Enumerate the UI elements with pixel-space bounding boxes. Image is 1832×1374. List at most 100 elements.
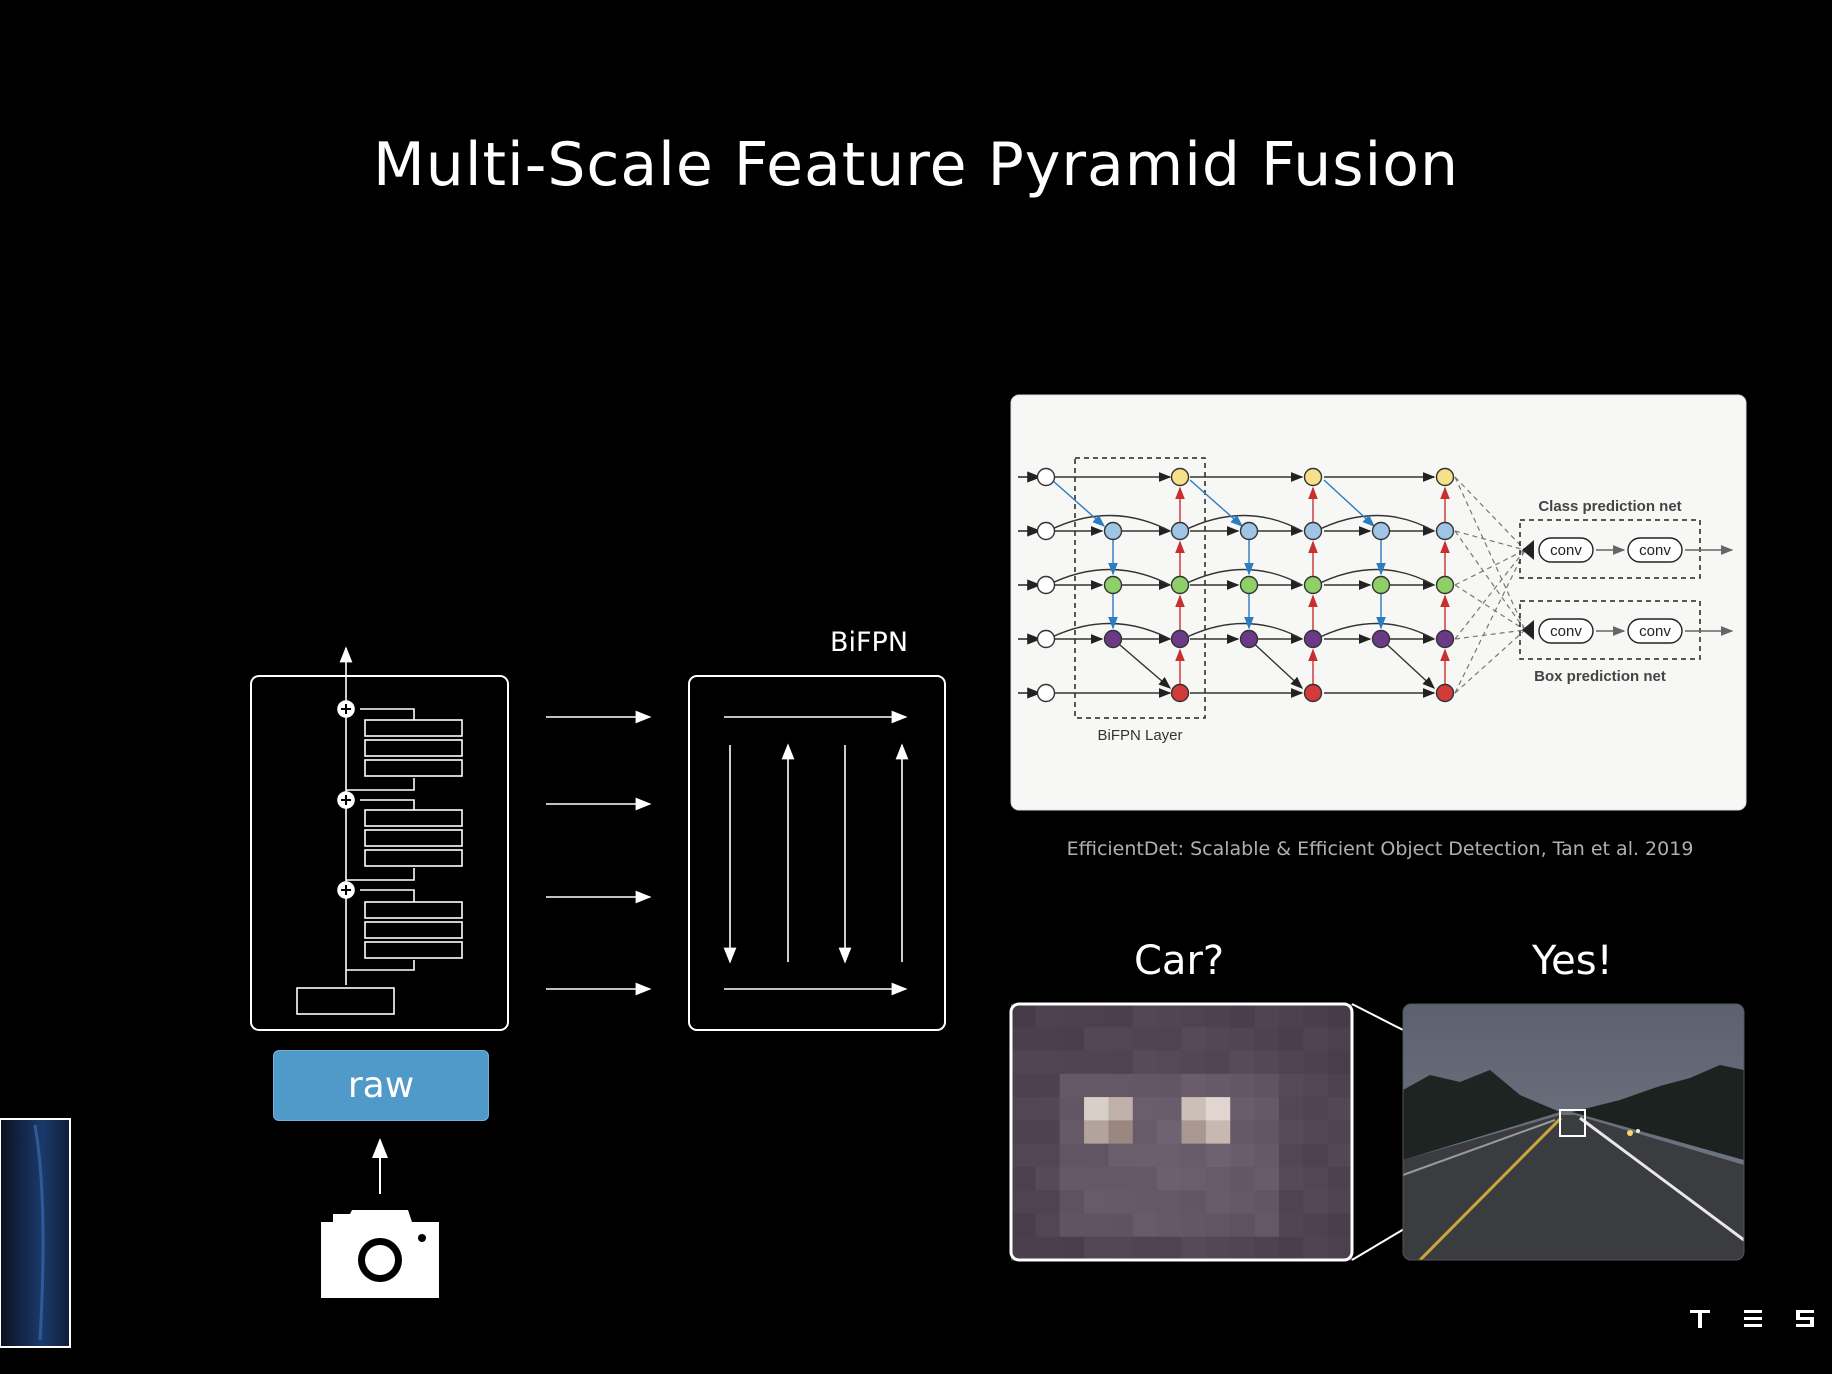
pixel-block (1035, 1190, 1061, 1214)
pixel-block (1254, 1004, 1280, 1028)
pixel-block (1084, 1236, 1109, 1261)
pixel-block (1278, 1004, 1304, 1028)
feature-arrows (546, 710, 652, 996)
pixel-block (1278, 1050, 1304, 1075)
pixel-block (1254, 1166, 1280, 1191)
pixel-block (1059, 1050, 1085, 1075)
pixel-block (1205, 1166, 1231, 1191)
pixel-block (1327, 1073, 1353, 1098)
pixel-block (1084, 1027, 1109, 1052)
efficientdet-figure: BiFPN Layer (1010, 394, 1747, 811)
pixel-block (1327, 1190, 1353, 1214)
pixel-block (1254, 1027, 1280, 1052)
pixel-block (1230, 1143, 1256, 1168)
pixel-block (1303, 1097, 1329, 1121)
pixel-block (1132, 1073, 1158, 1098)
pixel-block (1084, 1143, 1109, 1168)
pixel-block (1084, 1166, 1109, 1191)
pixel-block (1132, 1027, 1158, 1052)
pixel-block (1303, 1050, 1329, 1075)
pixel-block (1011, 1073, 1036, 1098)
pixel-block (1327, 1166, 1353, 1191)
pixel-block (1035, 1050, 1061, 1075)
pixel-block (1254, 1213, 1280, 1238)
pixel-block (1254, 1143, 1280, 1168)
pixel-block (1108, 1073, 1134, 1098)
pixel-block (1303, 1190, 1329, 1214)
pixel-block (1059, 1143, 1085, 1168)
pixel-block (1108, 1213, 1134, 1238)
pixel-block (1230, 1050, 1256, 1075)
pixel-block (1035, 1004, 1061, 1028)
pixel-block (1327, 1236, 1353, 1261)
pixel-block (1059, 1097, 1085, 1121)
class-conv-2: conv (1639, 542, 1671, 559)
pixel-block (1205, 1004, 1231, 1028)
pixel-block (1230, 1097, 1256, 1121)
pixel-block (1230, 1190, 1256, 1214)
pixel-block (1035, 1166, 1061, 1191)
pixel-block (1205, 1050, 1231, 1075)
pixel-block (1181, 1027, 1207, 1052)
pixel-block (1278, 1143, 1304, 1168)
box-net-label: Box prediction net (1534, 668, 1666, 685)
pixel-block (1132, 1190, 1158, 1214)
pixel-block (1181, 1213, 1207, 1238)
pixel-block (1205, 1027, 1231, 1052)
cropped-image-fragment (0, 1118, 71, 1348)
pixel-block (1205, 1073, 1231, 1098)
pixel-block (1132, 1213, 1158, 1238)
pixel-block (1181, 1166, 1207, 1191)
pixel-block (1059, 1236, 1085, 1261)
pixel-block (1157, 1120, 1182, 1145)
pixel-block (1327, 1097, 1353, 1121)
pixel-block (1011, 1004, 1036, 1028)
backbone-diagram (250, 646, 509, 1031)
pixel-block (1059, 1166, 1085, 1191)
pixel-block (1278, 1190, 1304, 1214)
pixel-block (1157, 1236, 1182, 1261)
pixel-block (1011, 1166, 1036, 1191)
pixel-block (1205, 1143, 1231, 1168)
pixel-block (1181, 1236, 1207, 1261)
pixel-block (1205, 1213, 1231, 1238)
pixel-block (1254, 1097, 1280, 1121)
pixel-block (1278, 1097, 1304, 1121)
pixel-block (1303, 1143, 1329, 1168)
pixel-block (1327, 1050, 1353, 1075)
pixel-block (1230, 1236, 1256, 1261)
pixel-block (1157, 1190, 1182, 1214)
pixel-block (1181, 1097, 1207, 1121)
pixel-block (1254, 1190, 1280, 1214)
pixel-block (1157, 1097, 1182, 1121)
pixel-block (1303, 1166, 1329, 1191)
pixel-block (1132, 1050, 1158, 1075)
box-conv-2: conv (1639, 623, 1671, 640)
citation: EfficientDet: Scalable & Efficient Objec… (1066, 838, 1694, 860)
pixel-block (1327, 1213, 1353, 1238)
pixel-block (1108, 1236, 1134, 1261)
pixel-block (1157, 1073, 1182, 1098)
pixel-block (1108, 1027, 1134, 1052)
pixel-block (1011, 1143, 1036, 1168)
car-question-label: Car? (1134, 938, 1225, 984)
pixel-block (1327, 1143, 1353, 1168)
bifpn-layer-label: BiFPN Layer (1097, 727, 1182, 744)
pixel-block (1108, 1190, 1134, 1214)
box-conv-1: conv (1550, 623, 1582, 640)
pixel-block (1059, 1213, 1085, 1238)
pixel-block (1230, 1027, 1256, 1052)
pixel-block (1084, 1213, 1109, 1238)
pixel-block (1035, 1143, 1061, 1168)
pixel-block (1157, 1050, 1182, 1075)
pixel-block (1084, 1097, 1109, 1121)
pixel-block (1230, 1213, 1256, 1238)
pixel-block (1181, 1190, 1207, 1214)
pixel-block (1278, 1166, 1304, 1191)
raw-input-box: raw (273, 1050, 489, 1121)
pixel-block (1059, 1073, 1085, 1098)
pixel-block (1278, 1027, 1304, 1052)
pixel-block (1327, 1120, 1353, 1145)
pixel-block (1303, 1120, 1329, 1145)
pixel-block (1132, 1120, 1158, 1145)
